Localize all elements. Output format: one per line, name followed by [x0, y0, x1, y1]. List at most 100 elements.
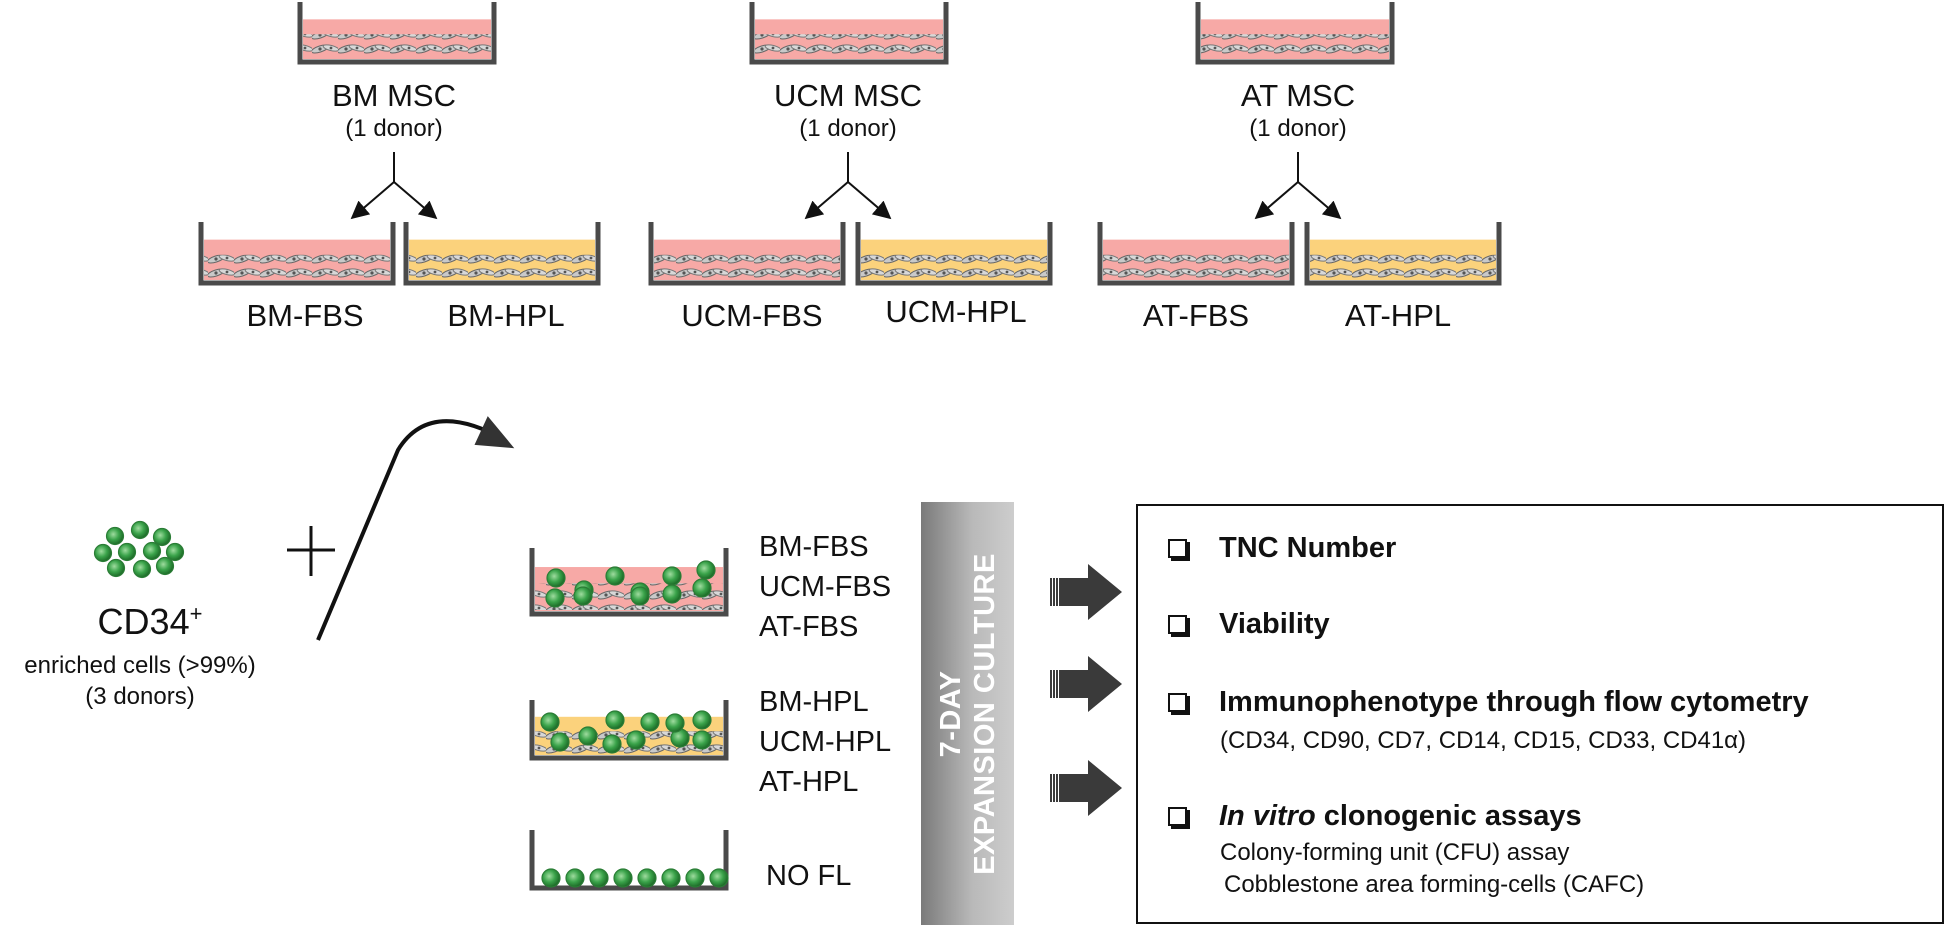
hpl-coculture-cell: [626, 730, 646, 750]
at-fbs-label: AT-FBS: [1142, 298, 1250, 333]
curved-feed-arrow: [316, 419, 506, 641]
bm-to-hpl-arrow: [393, 181, 438, 220]
hpl-coculture-cell: [665, 713, 685, 733]
hpl-coculture-cell: [602, 734, 622, 754]
cd34-enrichment: enriched cells (>99%): [24, 652, 256, 679]
bm-msc-flask: [297, 2, 497, 65]
no-feeder-cell: [661, 868, 681, 888]
fbs-coculture-flask: [529, 548, 729, 617]
bm-to-fbs-arrow: [350, 181, 395, 220]
bm-fbs-flask: [198, 222, 396, 286]
no-feeder-cell: [613, 868, 633, 888]
cd34-cluster-cell: [165, 542, 185, 562]
immunophenotype-markers: (CD34, CD90, CD7, CD14, CD15, CD33, CD41…: [1220, 727, 1747, 754]
at-hpl-flask: [1304, 222, 1502, 286]
cd34-cluster-cell: [152, 527, 172, 547]
fbs-coculture-cell: [546, 568, 566, 588]
at-msc-label: AT MSC: [1240, 78, 1356, 113]
at-msc-donors: (1 donor): [1249, 115, 1347, 142]
culture-line-1: 7-DAY: [934, 670, 967, 757]
ucm-hpl-label: UCM-HPL: [885, 294, 1027, 329]
ucm-to-hpl-arrow: [847, 181, 892, 220]
hpl-coculture-cell: [692, 730, 712, 750]
cd34-cluster-cell: [155, 556, 175, 576]
fbs-coculture-cell: [630, 586, 650, 606]
bm-msc-donors: (1 donor): [345, 115, 443, 142]
block-arrow-icon: [1049, 760, 1122, 816]
ucm-msc-label: UCM MSC: [773, 78, 923, 113]
fbs-item: UCM-FBS: [759, 571, 892, 603]
ucm-to-fbs-arrow: [804, 181, 849, 220]
plus-icon: [287, 526, 335, 576]
hpl-item: UCM-HPL: [759, 726, 892, 758]
ucm-fbs-flask: [648, 222, 846, 286]
no-feeder-cell: [637, 868, 657, 888]
culture-line-2: EXPANSION CULTURE: [968, 552, 1001, 875]
fbs-item: BM-FBS: [759, 531, 869, 563]
fbs-item: AT-FBS: [759, 611, 859, 643]
ucm-hpl-flask: [855, 222, 1053, 286]
bm-msc-label: BM MSC: [332, 78, 456, 113]
hpl-coculture-cell: [640, 712, 660, 732]
cd34-cluster-cell: [130, 520, 150, 540]
checkbox-icon: [1168, 539, 1187, 558]
hpl-item: AT-HPL: [759, 766, 859, 798]
no-feeder-cell: [709, 868, 729, 888]
expansion-culture-label: 7-DAY EXPANSION CULTURE: [934, 553, 1002, 875]
fbs-coculture-cell: [662, 584, 682, 604]
no-feeder-cell: [685, 868, 705, 888]
ucm-fbs-label: UCM-FBS: [681, 298, 823, 333]
hpl-coculture-cell: [550, 732, 570, 752]
fbs-coculture-cell: [662, 566, 682, 586]
cd34-cluster-cell: [132, 559, 152, 579]
bm-hpl-flask: [403, 222, 601, 286]
hpl-coculture-cell: [578, 726, 598, 746]
no-feeder-cell: [541, 868, 561, 888]
no-feeder-label: NO FL: [766, 860, 852, 892]
block-arrow-icon: [1049, 656, 1122, 712]
readout-tnc: TNC Number: [1168, 534, 1396, 563]
cafc-assay: Cobblestone area forming-cells (CAFC): [1224, 871, 1645, 898]
fbs-coculture-cell: [696, 560, 716, 580]
at-msc-flask: [1195, 2, 1395, 65]
fbs-coculture-cell: [692, 578, 712, 598]
hpl-item: BM-HPL: [759, 686, 869, 718]
hpl-coculture-cell: [540, 712, 560, 732]
at-fbs-flask: [1097, 222, 1295, 286]
checkbox-icon: [1168, 615, 1187, 634]
readout-immunophenotype: Immunophenotype through flow cytometry (…: [1168, 688, 1809, 757]
fbs-coculture-cell: [573, 586, 593, 606]
at-to-fbs-arrow: [1254, 181, 1299, 220]
fbs-coculture-cell: [545, 588, 565, 608]
readout-viability: Viability: [1168, 610, 1330, 639]
hpl-coculture-cell: [692, 710, 712, 730]
cd34-cluster-cell: [93, 543, 113, 563]
readout-clonogenic: In vitro clonogenic assays Colony-formin…: [1168, 802, 1644, 901]
expansion-culture-bar: 7-DAY EXPANSION CULTURE: [921, 502, 1014, 925]
no-feeder-cell: [565, 868, 585, 888]
block-arrow-icon: [1049, 564, 1122, 620]
checkbox-icon: [1168, 693, 1187, 712]
fbs-coculture-cell: [605, 566, 625, 586]
no-feeder-cell: [589, 868, 609, 888]
readouts-box: TNC Number Viability Immunophenotype thr…: [1136, 504, 1944, 924]
no-feeder-flask: [529, 830, 729, 891]
hpl-coculture-list: BM-HPL UCM-HPL AT-HPL: [759, 682, 891, 802]
curved-arrowhead-icon: [474, 416, 515, 449]
ucm-msc-flask: [749, 2, 949, 65]
cd34-cluster-cell: [105, 526, 125, 546]
cd34-cluster-cell: [117, 542, 137, 562]
checkbox-icon: [1168, 807, 1187, 826]
cd34-label: CD34+: [97, 601, 203, 642]
at-hpl-label: AT-HPL: [1344, 298, 1452, 333]
bm-hpl-label: BM-HPL: [447, 298, 565, 333]
cfu-assay: Colony-forming unit (CFU) assay: [1220, 839, 1570, 866]
ucm-msc-donors: (1 donor): [799, 115, 897, 142]
hpl-coculture-cell: [605, 710, 625, 730]
cd34-cluster-cell: [142, 541, 162, 561]
fbs-coculture-list: BM-FBS UCM-FBS AT-FBS: [759, 527, 891, 647]
cd34-donors: (3 donors): [85, 683, 195, 710]
cd34-cluster-cell: [106, 558, 126, 578]
bm-fbs-label: BM-FBS: [246, 298, 364, 333]
